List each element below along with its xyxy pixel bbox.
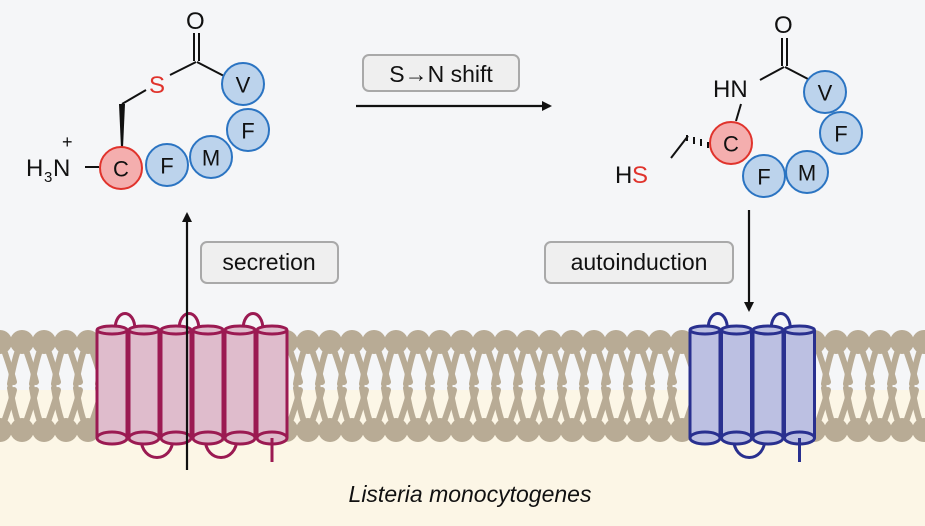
phospholipid: [909, 330, 925, 442]
residue-letter: C: [113, 157, 129, 182]
phospholipid: [821, 330, 853, 442]
residue-letter: M: [202, 146, 220, 171]
residue-letter: V: [236, 73, 251, 98]
residue-letter: V: [818, 81, 833, 106]
amide-nh: HN: [713, 76, 748, 103]
secretion-protein: [95, 312, 289, 462]
autoinduction-step: autoinduction: [544, 210, 754, 312]
residue-v: V: [221, 62, 265, 106]
residue-f: F: [742, 154, 786, 198]
residue-letter: F: [160, 154, 173, 179]
wedge-bond: [119, 104, 125, 148]
phospholipid: [535, 330, 567, 442]
residue-letter: F: [757, 165, 770, 190]
transmembrane-helix: [223, 324, 257, 446]
residue-letter: F: [241, 119, 254, 144]
autoinduction-label: autoinduction: [571, 249, 708, 275]
phospholipid: [887, 330, 919, 442]
residue-c: C: [709, 121, 753, 165]
carbonyl-oxygen: O: [774, 12, 793, 39]
shift-label: S→N shift: [389, 61, 493, 87]
shift-step: S→N shift: [356, 54, 552, 111]
residue-circle: [145, 143, 189, 187]
bond-nh-to-c: [735, 103, 742, 122]
phospholipid: [557, 330, 589, 442]
residue-m: M: [785, 150, 829, 194]
ammonium-n: N: [53, 155, 70, 182]
phospholipid: [491, 330, 523, 442]
bond-s-to-carbonyl: [169, 61, 197, 76]
receptor-protein: [688, 312, 816, 462]
transmembrane-helix: [127, 324, 161, 446]
carbonyl-oxygen: O: [186, 8, 205, 35]
residue-letter: M: [798, 161, 816, 186]
residue-m: M: [189, 135, 233, 179]
ammonium-charge: +: [62, 132, 73, 152]
phospholipid: [359, 330, 391, 442]
secretion-step: secretion: [182, 212, 339, 470]
transmembrane-helix: [783, 324, 816, 446]
residue-circle: [189, 135, 233, 179]
secretion-label: secretion: [222, 249, 315, 275]
bond-nh-to-carbonyl: [759, 66, 785, 81]
shift-label-box: [362, 54, 520, 92]
residue-circle: [226, 108, 270, 152]
ammonium-subscript: 3: [44, 169, 52, 186]
residue-circle: [709, 121, 753, 165]
residue-f: F: [226, 108, 270, 152]
transmembrane-helix: [95, 324, 129, 446]
residue-letter: C: [723, 132, 739, 157]
bond-carbonyl-to-v: [196, 61, 225, 77]
residue-letter: F: [834, 122, 847, 147]
thiol-h: H: [615, 162, 632, 189]
phospholipid: [51, 330, 83, 442]
residue-circle: [99, 146, 143, 190]
residue-circle: [785, 150, 829, 194]
phospholipid: [667, 330, 699, 442]
residue-circle: [819, 111, 863, 155]
residue-circle: [221, 62, 265, 106]
residue-circle: [742, 154, 786, 198]
autoinduction-label-box: [544, 241, 734, 284]
transmembrane-helix: [191, 324, 225, 446]
transmembrane-helix: [720, 324, 753, 446]
residue-c: C: [99, 146, 143, 190]
thioester-sulfur: S: [149, 72, 165, 99]
residue-circle: [803, 70, 847, 114]
ammonium-h: H: [26, 155, 43, 182]
thiol-s: S: [632, 162, 648, 189]
ammonium-group: H 3 N +: [26, 132, 73, 186]
bond-ch2-to-sh: [670, 135, 689, 159]
organism-label: Listeria monocytogenes: [349, 481, 592, 507]
phospholipid: [579, 330, 611, 442]
residue-v: V: [803, 70, 847, 114]
bond-carbonyl-to-v: [784, 66, 809, 80]
secretion-label-box: [200, 241, 339, 284]
residue-f: F: [819, 111, 863, 155]
transmembrane-helix: [255, 324, 289, 446]
residue-f: F: [145, 143, 189, 187]
transmembrane-helix: [688, 324, 722, 446]
phospholipid: [865, 330, 897, 442]
bond-ch2-to-s: [121, 89, 147, 105]
transmembrane-helix: [751, 324, 785, 446]
